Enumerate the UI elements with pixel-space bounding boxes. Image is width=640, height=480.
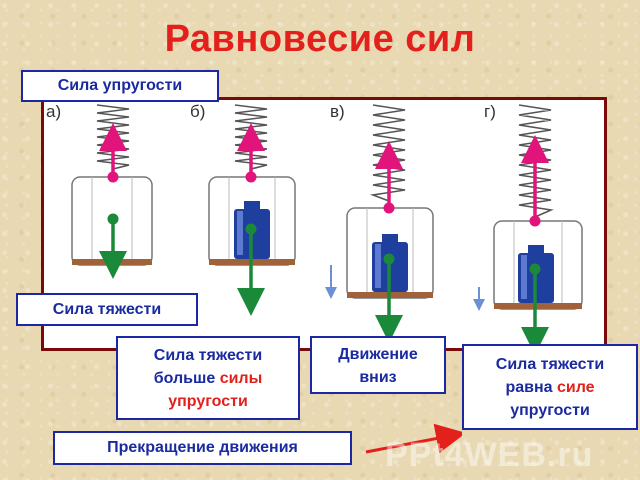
scale-b bbox=[208, 104, 296, 316]
moving-down-line1: Движение bbox=[338, 346, 418, 363]
page-title: Равновесие сил bbox=[164, 18, 476, 60]
gravity-greater-label: Сила тяжести больше силы упругости bbox=[116, 336, 300, 420]
panel-letter-g: г) bbox=[484, 102, 496, 121]
gravity-greater-word-force: силы bbox=[219, 370, 263, 387]
panel-letter-a: а) bbox=[46, 102, 62, 121]
moving-down-label: Движение вниз bbox=[310, 336, 446, 394]
elastic-force-label: Сила упругости bbox=[21, 70, 219, 102]
spring-a bbox=[96, 104, 130, 170]
gravity-greater-line3: упругости bbox=[168, 393, 248, 410]
gravity-equal-word-equal: равна bbox=[505, 379, 557, 396]
panel-letter-b: б) bbox=[190, 102, 206, 121]
gravity-greater-word-more: больше bbox=[153, 370, 220, 387]
scale-a bbox=[71, 104, 153, 279]
gravity-equal-line3: упругости bbox=[510, 402, 590, 419]
spring-g bbox=[518, 104, 554, 218]
gravity-label: Сила тяжести bbox=[16, 293, 198, 326]
scale-g bbox=[473, 104, 583, 351]
panel-letter-v: в) bbox=[330, 102, 345, 121]
scale-v bbox=[325, 104, 434, 343]
gravity-equal-line1: Сила тяжести bbox=[495, 356, 605, 373]
moving-down-line2: вниз bbox=[359, 369, 397, 386]
spring-scales-illustration bbox=[71, 104, 583, 351]
gravity-equal-word-force: силе bbox=[556, 379, 595, 396]
watermark-text: PPt4WEB.ru bbox=[385, 436, 594, 474]
gravity-greater-line2: больше силы bbox=[118, 367, 298, 390]
gravity-equal-line2: равна силе bbox=[464, 376, 636, 399]
gravity-equal-label: Сила тяжести равна силе упругости bbox=[462, 344, 638, 430]
red-pointer-arrow bbox=[365, 423, 462, 454]
motion-stops-label: Прекращение движения bbox=[53, 431, 352, 465]
gravity-greater-line1: Сила тяжести bbox=[153, 347, 263, 364]
spring-b bbox=[234, 104, 268, 170]
